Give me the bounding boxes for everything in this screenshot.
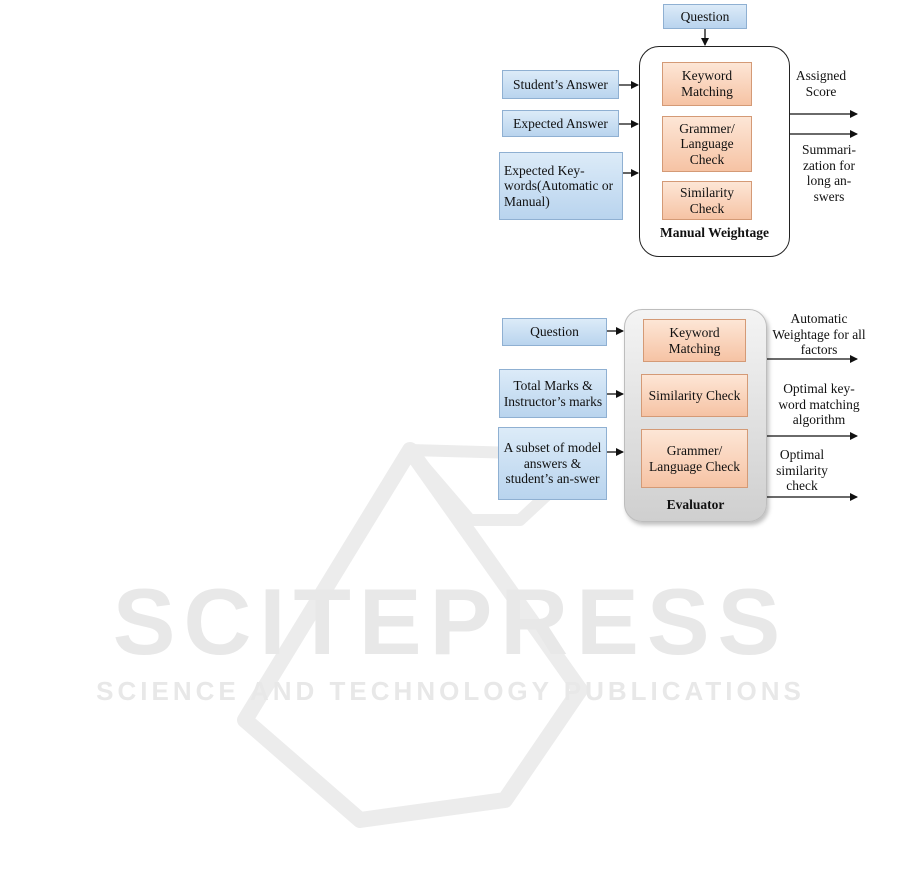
question-input-box: Question bbox=[502, 318, 607, 346]
manual-weightage-label: Manual Weightage bbox=[660, 225, 769, 240]
evaluator-label: Evaluator bbox=[666, 497, 725, 512]
automatic-weightage-output: Automatic Weightage for all factors bbox=[772, 311, 866, 358]
assigned-score-output: Assigned Score bbox=[795, 68, 847, 99]
model-answers-box: A subset of model answers & student’s an… bbox=[498, 427, 607, 500]
expected-answer-box: Expected Answer bbox=[502, 110, 619, 137]
expected-keywords-box: Expected Key-words(Automatic or Manual) bbox=[499, 152, 623, 220]
summarization-output: Summari-zation for long an-swers bbox=[802, 142, 856, 204]
grammer-language-check-module: Grammer/ Language Check bbox=[662, 116, 752, 172]
optimal-similarity-check-output: Optimal similarity check bbox=[776, 447, 828, 494]
optimal-keyword-matching-output: Optimal key-word matching algorithm bbox=[778, 381, 860, 428]
watermark-tagline: SCIENCE AND TECHNOLOGY PUBLICATIONS bbox=[96, 676, 805, 706]
keyword-matching-module: Keyword Matching bbox=[662, 62, 752, 106]
grammer-language-check-module-2: Grammer/ Language Check bbox=[641, 429, 748, 488]
students-answer-box: Student’s Answer bbox=[502, 70, 619, 99]
total-marks-box: Total Marks & Instructor’s marks bbox=[499, 369, 607, 418]
similarity-check-module: Similarity Check bbox=[662, 181, 752, 220]
similarity-check-module-2: Similarity Check bbox=[641, 374, 748, 417]
watermark-brand: SCITEPRESS bbox=[112, 569, 789, 674]
question-box: Question bbox=[663, 4, 747, 29]
keyword-matching-module-2: Keyword Matching bbox=[643, 319, 746, 362]
